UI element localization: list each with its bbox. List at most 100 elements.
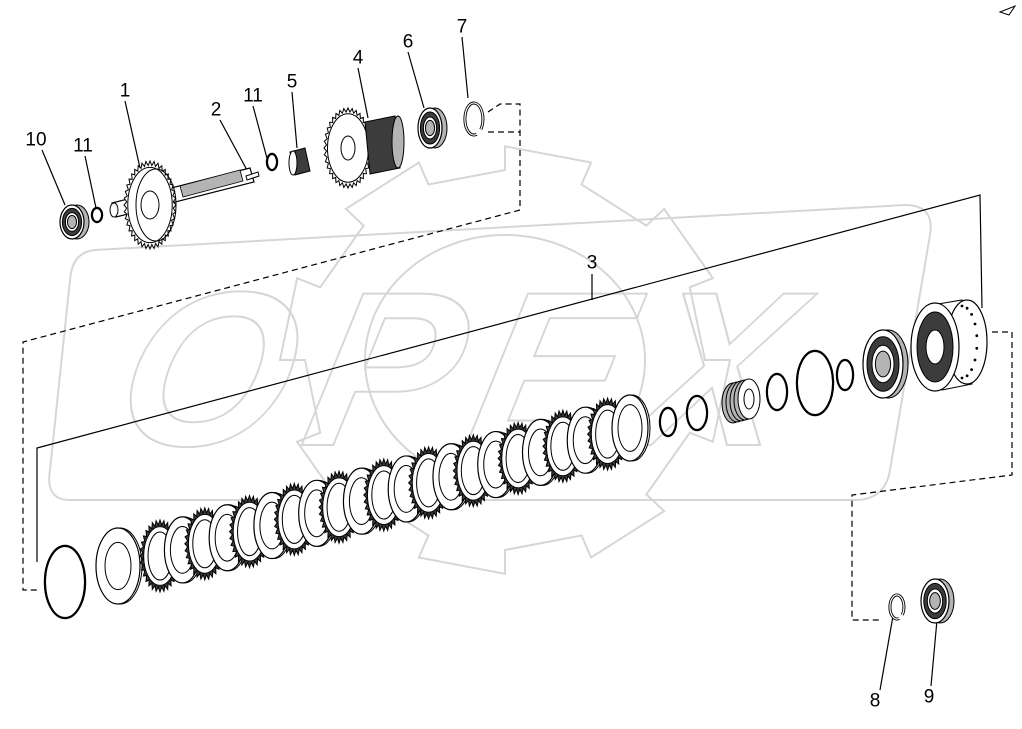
watermark-band — [48, 203, 932, 501]
gear-4-hub — [364, 115, 405, 175]
bearing-drum-bore — [874, 350, 892, 378]
callout-10: 10 — [25, 129, 47, 151]
callout-3: 3 — [586, 252, 598, 274]
shaft-spline — [179, 169, 244, 198]
leader-11-gear — [84, 155, 97, 209]
drum-hole-1 — [960, 304, 964, 308]
o-ring-11-gear-outer — [90, 206, 104, 224]
gear-4-bore — [340, 135, 356, 161]
o-ring-11-shaft-inner — [268, 155, 276, 169]
leader-4 — [357, 67, 369, 119]
callout-11-gear: 11 — [73, 135, 93, 157]
watermark-logo: OPEX — [48, 145, 932, 576]
o-ring-front-outer — [43, 544, 87, 620]
callout-7: 7 — [456, 16, 468, 38]
o-ring-r1 — [658, 406, 678, 438]
leader-8 — [879, 615, 894, 691]
input-shaft-assembly — [59, 101, 485, 251]
o-ring-r4 — [795, 349, 835, 417]
o-ring-11-shaft — [265, 152, 279, 172]
watermark-gear-path — [278, 145, 732, 576]
leader-9 — [930, 619, 938, 687]
o-ring-r1-outer — [658, 406, 678, 438]
leader-7 — [461, 36, 469, 99]
o-ring-front — [43, 544, 87, 620]
snap-ring-7 — [463, 101, 485, 137]
snap-ring-8 — [888, 593, 906, 621]
o-ring-r4-inner — [798, 352, 832, 414]
leader-2 — [219, 119, 249, 173]
leader-1 — [124, 100, 141, 169]
o-ring-r5 — [835, 358, 855, 392]
phantom-line-top — [22, 131, 521, 591]
drum-hole-10 — [960, 376, 964, 380]
drum-hole-8 — [970, 368, 973, 371]
snap-ring-8-arc-inner — [889, 594, 905, 620]
drum-hole-6 — [975, 346, 979, 350]
o-ring-11-gear — [90, 206, 104, 224]
bearing-6-bore — [424, 119, 436, 137]
bearing-10-bore — [66, 215, 78, 229]
drum-hole-3 — [970, 313, 973, 316]
callout-4: 4 — [352, 47, 364, 69]
leader-10 — [41, 149, 66, 206]
gear-4-hub-end — [391, 115, 405, 169]
drum-hole-7 — [973, 358, 977, 362]
corner-arrow-icon — [998, 4, 1017, 16]
leader-lines — [22, 36, 1013, 691]
o-ring-front-inner — [46, 547, 84, 617]
o-ring-r2-inner — [688, 397, 706, 429]
callout-6: 6 — [402, 31, 414, 53]
o-ring-11-gear-inner — [93, 209, 101, 221]
pressure-plate-inner — [104, 541, 132, 591]
bearing-9 — [920, 578, 955, 624]
callout-8: 8 — [869, 690, 881, 712]
gear-1 — [123, 159, 177, 251]
drum-hole-5 — [975, 334, 979, 338]
steel-plate-22 — [611, 394, 651, 462]
o-ring-r5-inner — [838, 361, 852, 389]
o-ring-r3-outer — [765, 372, 789, 412]
callout-1: 1 — [119, 80, 131, 102]
snap-ring-7-arc-inner — [464, 102, 484, 136]
output-bearing-assembly — [888, 578, 955, 624]
phantom-line-right — [851, 331, 1013, 621]
phantom-line-top-upper — [487, 103, 521, 132]
drum-hole-4 — [973, 322, 977, 326]
o-ring-r5-outer — [835, 358, 855, 392]
pressure-plate — [95, 527, 143, 605]
gear-4-spline — [364, 115, 401, 175]
leader-5 — [291, 91, 298, 149]
bearing-9-bore — [929, 592, 941, 610]
callout-11-shaft: 11 — [243, 85, 263, 107]
watermark-band-path — [48, 203, 932, 501]
gear-4 — [323, 106, 373, 190]
callout-5: 5 — [286, 71, 298, 93]
callout-2: 2 — [210, 99, 222, 121]
o-ring-r2 — [685, 394, 709, 432]
leader-11-shaft — [252, 105, 269, 163]
clutch-disc-pack — [43, 394, 651, 620]
shaft-end — [109, 202, 119, 218]
o-ring-r3-inner — [768, 375, 786, 409]
callout-9: 9 — [923, 686, 935, 708]
bearing-6 — [417, 107, 448, 149]
clutch-drum — [910, 299, 988, 392]
bearing-10 — [59, 204, 90, 240]
clutch-drum-assembly — [658, 299, 988, 438]
pin-2 — [245, 171, 260, 181]
o-ring-r3 — [765, 372, 789, 412]
drum-hole-9 — [965, 374, 969, 378]
gear-1-hub — [135, 168, 177, 242]
bearing-drum — [862, 329, 909, 399]
spring-pack — [721, 378, 761, 424]
o-ring-r4-outer — [795, 349, 835, 417]
gear-1-bore — [140, 190, 160, 220]
drum-bore — [925, 329, 945, 365]
drum-hole-2 — [965, 306, 969, 310]
sleeve-5 — [288, 147, 311, 176]
o-ring-11-shaft-outer — [265, 152, 279, 172]
steel-plate-22-inner — [617, 404, 643, 452]
